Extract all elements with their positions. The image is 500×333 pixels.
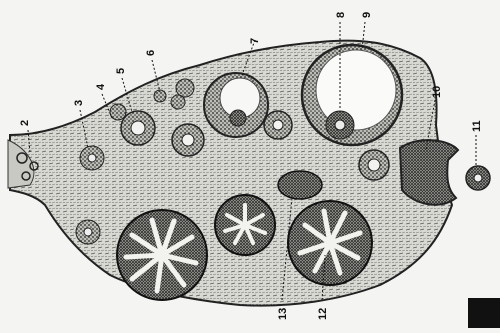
label-9: 9: [361, 12, 373, 18]
label-3: 3: [73, 100, 85, 106]
label-7: 7: [249, 38, 261, 44]
label-4: 4: [95, 83, 107, 90]
label-5: 5: [115, 68, 127, 74]
label-10: 10: [431, 86, 443, 98]
corner-block: [468, 298, 500, 328]
label-6: 6: [145, 50, 157, 56]
label-13: 13: [277, 308, 289, 320]
graafian-follicle: [302, 45, 402, 145]
label-2-left: 2: [19, 120, 31, 126]
label-11: 11: [471, 120, 483, 132]
antral-follicle: [204, 73, 268, 137]
label-8: 8: [335, 12, 347, 18]
ovulating-follicle: [400, 140, 490, 205]
label-12: 12: [317, 308, 329, 320]
